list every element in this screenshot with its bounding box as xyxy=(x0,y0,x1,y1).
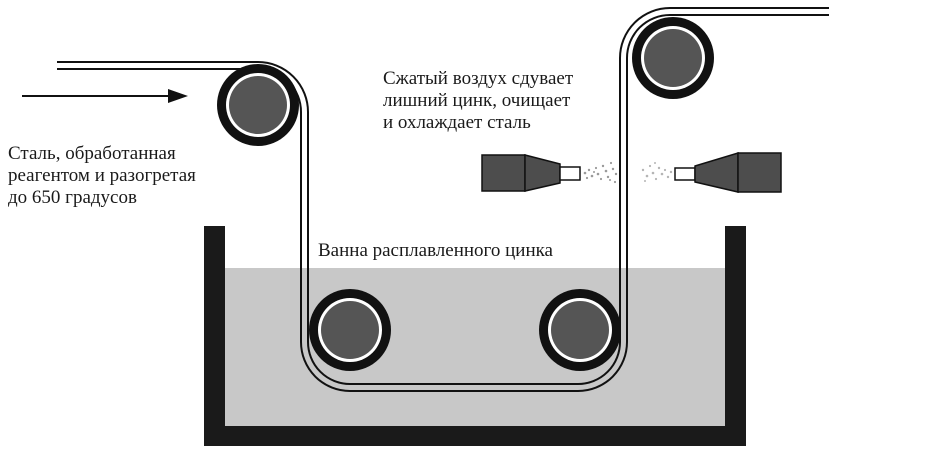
steel-input-line-1: Сталь, обработанная xyxy=(8,143,176,164)
compressed-air-line-1: Сжатый воздух сдувает xyxy=(383,68,574,89)
steel-input-line-3: до 650 градусов xyxy=(8,187,137,208)
steel-input-label: Сталь, обработанная реагентом и разогрет… xyxy=(8,143,196,209)
roller-top-left xyxy=(217,64,299,146)
zinc-tank xyxy=(204,226,746,446)
roller-bath-left xyxy=(309,289,391,371)
compressed-air-line-3: и охлаждает сталь xyxy=(383,112,531,133)
input-arrow xyxy=(22,89,188,103)
roller-bath-right xyxy=(539,289,621,371)
roller-top-right xyxy=(632,17,714,99)
steel-input-line-2: реагентом и разогретая xyxy=(8,165,196,186)
air-spray-right xyxy=(641,162,673,182)
air-spray-left xyxy=(583,161,618,184)
air-nozzle-left xyxy=(481,154,581,192)
compressed-air-label: Сжатый воздух сдувает лишний цинк, очища… xyxy=(383,68,573,134)
air-nozzle-right xyxy=(674,151,782,193)
zinc-bath-label: Ванна расплавленного цинка xyxy=(318,240,553,261)
compressed-air-line-2: лишний цинк, очищает xyxy=(383,90,571,111)
